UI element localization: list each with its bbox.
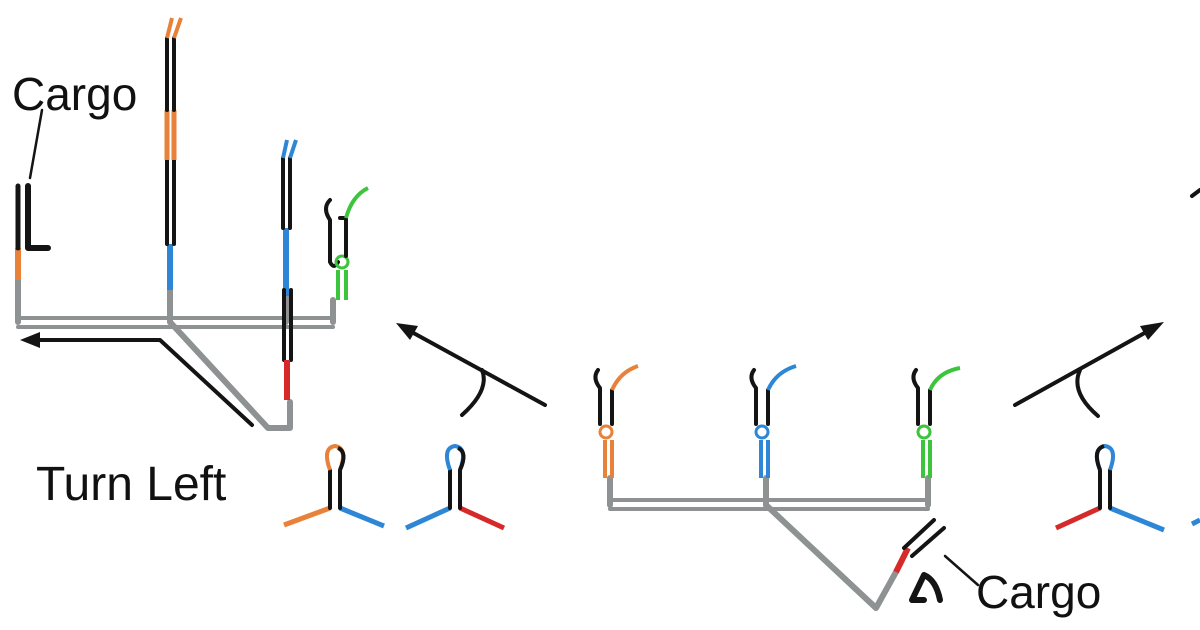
- left-lower-stem-strands: [282, 288, 293, 362]
- hp3-left-arm: [1054, 505, 1102, 531]
- hp3-stem: [1098, 468, 1112, 510]
- hp1-left-arm: [283, 505, 331, 528]
- center-cargo-red: [893, 546, 911, 574]
- hp3-loop-black: [1094, 444, 1105, 471]
- left-stem-4-green-tip: [344, 186, 369, 219]
- right-reaction-arrow: [1013, 322, 1164, 418]
- left-arrow-shaft: [406, 328, 547, 407]
- hp4-edge: [1190, 517, 1200, 527]
- right-arrow-input-curve: [1075, 368, 1100, 418]
- left-arrow-head: [396, 323, 418, 340]
- center-stem-a-loop: [598, 424, 614, 440]
- center-initial-structure: [593, 364, 980, 611]
- center-stem-a-orange: [603, 440, 614, 478]
- center-cargo-piece: [909, 572, 943, 603]
- left-walker-arrowhead: [20, 332, 40, 348]
- center-branch-track: [763, 502, 899, 611]
- hp2-loop-black: [457, 446, 466, 471]
- center-stem-b-hairpin: [749, 368, 758, 426]
- hp1-right-arm: [339, 505, 385, 529]
- left-branch-track: [167, 319, 293, 431]
- left-stem-3-blue-tip: [281, 139, 298, 159]
- center-cargo-strands: [902, 518, 946, 558]
- left-stem-2-strands-upper: [165, 36, 176, 112]
- hp2-right-arm: [458, 505, 506, 531]
- cargo-label-top: Cargo: [12, 68, 137, 120]
- left-walker-path: [30, 338, 254, 427]
- center-stem-a-hairpin: [593, 368, 602, 426]
- left-stem-4-green: [336, 270, 348, 300]
- left-reaction-arrow: [396, 323, 547, 417]
- right-input-hairpins: [1054, 188, 1200, 533]
- left-stem-4-strand: [338, 216, 348, 258]
- center-stem-c-green: [921, 440, 932, 478]
- left-stem-4-hairpin: [324, 198, 340, 268]
- center-stem-c-tip: [928, 366, 961, 391]
- center-stem-b-loop: [754, 424, 770, 440]
- hp1-loop-black: [337, 446, 346, 471]
- right-edge-fragment: [1190, 188, 1200, 198]
- hp3-right-arm: [1109, 505, 1165, 533]
- right-arrow-head: [1140, 322, 1164, 340]
- cargo-label-bottom: Cargo: [976, 566, 1101, 618]
- left-stem-3-strands: [281, 156, 292, 230]
- left-stem-2-strands-lower: [165, 158, 176, 246]
- turn-left-label: Turn Left: [36, 458, 226, 511]
- hp2-stem: [448, 468, 462, 510]
- center-stem-b-blue: [759, 440, 770, 478]
- right-arrow-shaft: [1013, 328, 1152, 407]
- left-stem-2-orange: [164, 110, 177, 160]
- center-stem-b-tip: [766, 364, 797, 391]
- cargo-leader-bottom: [943, 554, 980, 587]
- center-stem-a-tip: [610, 364, 639, 391]
- cargo-leader-top: [28, 108, 44, 180]
- left-stem-4-loop: [334, 254, 350, 270]
- left-arrow-input-curve: [460, 368, 486, 417]
- center-stem-c-hairpin: [911, 368, 920, 426]
- hp1-stem: [328, 468, 342, 510]
- hp2-left-arm: [404, 505, 452, 531]
- left-stem-2-orange-tip: [165, 17, 183, 39]
- center-stem-c-loop: [916, 424, 932, 440]
- left-input-hairpins: [283, 443, 506, 531]
- left-result-structure: [15, 17, 369, 431]
- cargo-piece-top: [25, 183, 51, 251]
